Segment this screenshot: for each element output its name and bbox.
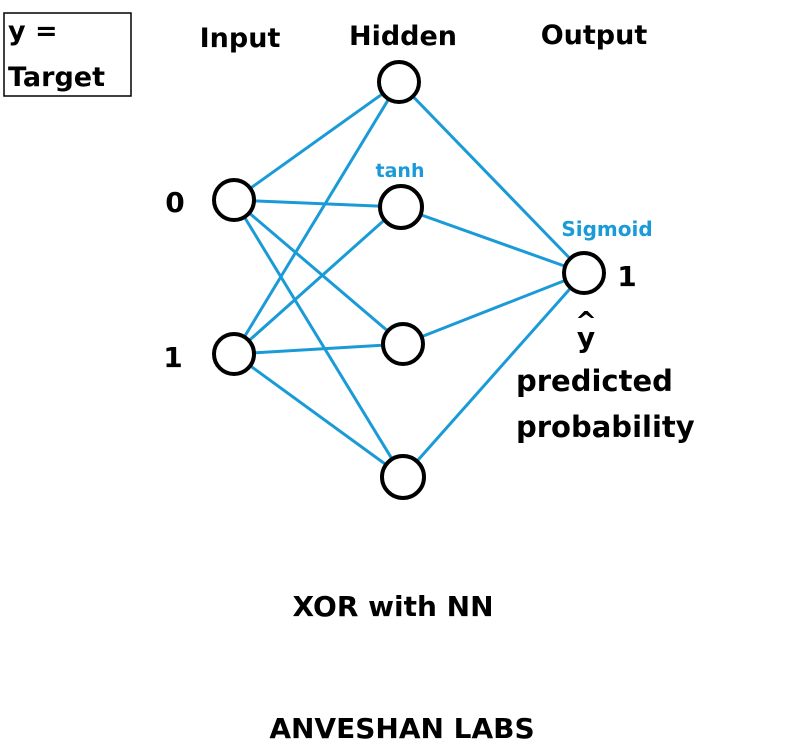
footer-brand: ANVESHAN LABS — [269, 712, 534, 745]
output-node — [562, 251, 606, 295]
input-value-1: 1 — [163, 341, 182, 374]
connections — [232, 80, 586, 479]
y-hat-symbol: y — [577, 321, 595, 354]
layer-title-hidden: Hidden — [349, 21, 457, 52]
edge-input1-hidden4 — [232, 352, 405, 479]
output-activation-label: Sigmoid — [561, 217, 652, 241]
edge-input0-hidden1 — [232, 80, 401, 202]
prediction-line1: predicted — [516, 364, 673, 398]
diagram-title: XOR with NN — [292, 590, 493, 623]
target-legend: y = Target — [3, 12, 132, 97]
prediction-line2: probability — [516, 410, 695, 444]
target-legend-line1: y = — [8, 16, 58, 47]
edge-input0-hidden3 — [232, 198, 405, 346]
edge-input1-hidden3 — [232, 342, 405, 356]
layer-title-output: Output — [541, 20, 648, 51]
layer-title-input: Input — [200, 23, 281, 54]
edge-input0-hidden4 — [232, 198, 405, 479]
hidden-node-3 — [381, 322, 425, 366]
input-node-0 — [212, 178, 256, 222]
target-legend-box — [3, 12, 132, 97]
edge-hidden2-output — [397, 205, 586, 275]
hidden-node-4 — [380, 454, 426, 500]
edge-input1-hidden1 — [232, 80, 401, 356]
edge-input1-hidden2 — [232, 205, 401, 356]
hidden-activation-label: tanh — [376, 160, 425, 182]
edge-hidden3-output — [401, 271, 586, 346]
edge-hidden1-output — [397, 80, 586, 275]
y-hat-caret: ^ — [575, 307, 597, 337]
hidden-node-2 — [378, 184, 424, 230]
output-value: 1 — [617, 260, 636, 293]
target-legend-line2: Target — [8, 62, 105, 93]
input-node-1 — [212, 332, 256, 376]
edge-hidden4-output — [401, 271, 586, 479]
edge-input0-hidden2 — [232, 198, 401, 209]
nodes — [212, 60, 606, 500]
hidden-node-1 — [377, 60, 421, 104]
input-value-0: 0 — [165, 186, 184, 219]
